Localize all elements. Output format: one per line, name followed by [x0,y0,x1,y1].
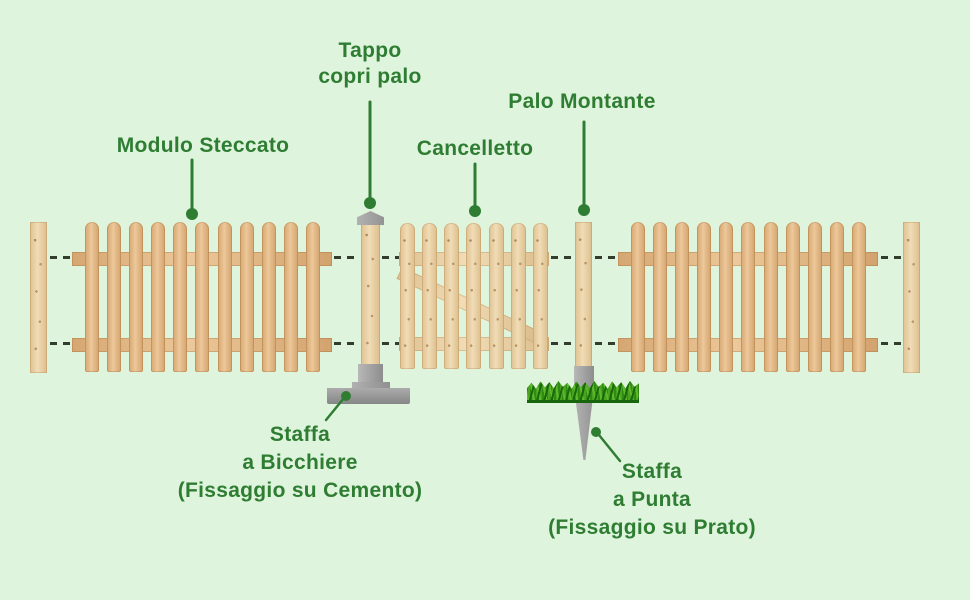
cup-bracket-flange [352,382,390,390]
picket [173,222,188,372]
end-post-left [30,222,47,373]
picket-row [400,223,548,369]
picket [631,222,645,372]
leader-dot-cancelletto [469,205,481,217]
label-line: Tappo [338,39,402,62]
picket [653,222,668,372]
picket [85,222,99,372]
dashed-connector [382,256,399,259]
picket [488,223,504,369]
picket [697,222,712,372]
picket [466,223,482,369]
fence-module-1 [72,222,332,372]
picket [763,222,778,372]
picket [107,222,122,372]
picket [741,222,756,372]
label-modulo-steccato: Modulo Steccato [116,134,290,157]
picket [400,223,415,369]
picket-row [85,222,320,372]
picket [217,222,232,372]
palo-montante-post [575,222,592,369]
label-staffa-bicchiere: Staffa a Bicchiere (Fissaggio su Cemento… [178,421,423,505]
post-cap-tappo [357,211,384,225]
picket [851,222,866,372]
picket [422,223,438,369]
picket [283,222,298,372]
picket [510,223,526,369]
cup-bracket-sleeve [358,364,383,386]
picket [532,223,548,369]
picket [675,222,690,372]
dashed-connector [595,256,616,259]
label-cancelletto: Cancelletto [416,137,534,160]
label-line: a Punta [613,488,691,511]
picket [129,222,144,372]
dashed-connector [334,342,359,345]
label-line: copri palo [318,65,422,88]
leader-dot-punta [591,427,601,437]
dashed-connector [881,342,901,345]
picket [785,222,800,372]
label-palo-montante: Palo Montante [508,90,656,113]
label-line: Staffa [621,460,683,483]
concrete-base [327,388,410,404]
leader-dot-modulo [186,208,198,220]
gate-cancelletto [396,223,549,369]
spike-bracket-sleeve [574,366,594,390]
dashed-connector [595,342,616,345]
label-tappo-copri-palo: Tappo copri palo [318,38,421,90]
label-line: (Fissaggio su Prato) [548,516,756,539]
dashed-connector [50,342,70,345]
picket [305,222,320,372]
picket [195,222,210,372]
picket [829,222,844,372]
picket [261,222,276,372]
label-staffa-punta: Staffa a Punta (Fissaggio su Prato) [548,458,756,542]
dashed-connector [334,256,359,259]
fence-module-2 [618,222,878,372]
label-line: a Bicchiere [242,451,358,474]
dashed-connector [382,342,399,345]
picket [444,223,460,369]
dashed-connector [881,256,901,259]
picket [719,222,734,372]
end-post-right [903,222,920,373]
dashed-connector [551,342,573,345]
leader-dot-palo [578,204,590,216]
dashed-connector [551,256,573,259]
picket-row [631,222,866,372]
leader-dot-tappo [364,197,376,209]
center-post [361,217,380,367]
label-line: (Fissaggio su Cemento) [177,479,423,502]
picket [807,222,822,372]
picket [151,222,166,372]
dashed-connector [50,256,70,259]
label-line: Staffa [269,423,331,446]
picket [239,222,254,372]
